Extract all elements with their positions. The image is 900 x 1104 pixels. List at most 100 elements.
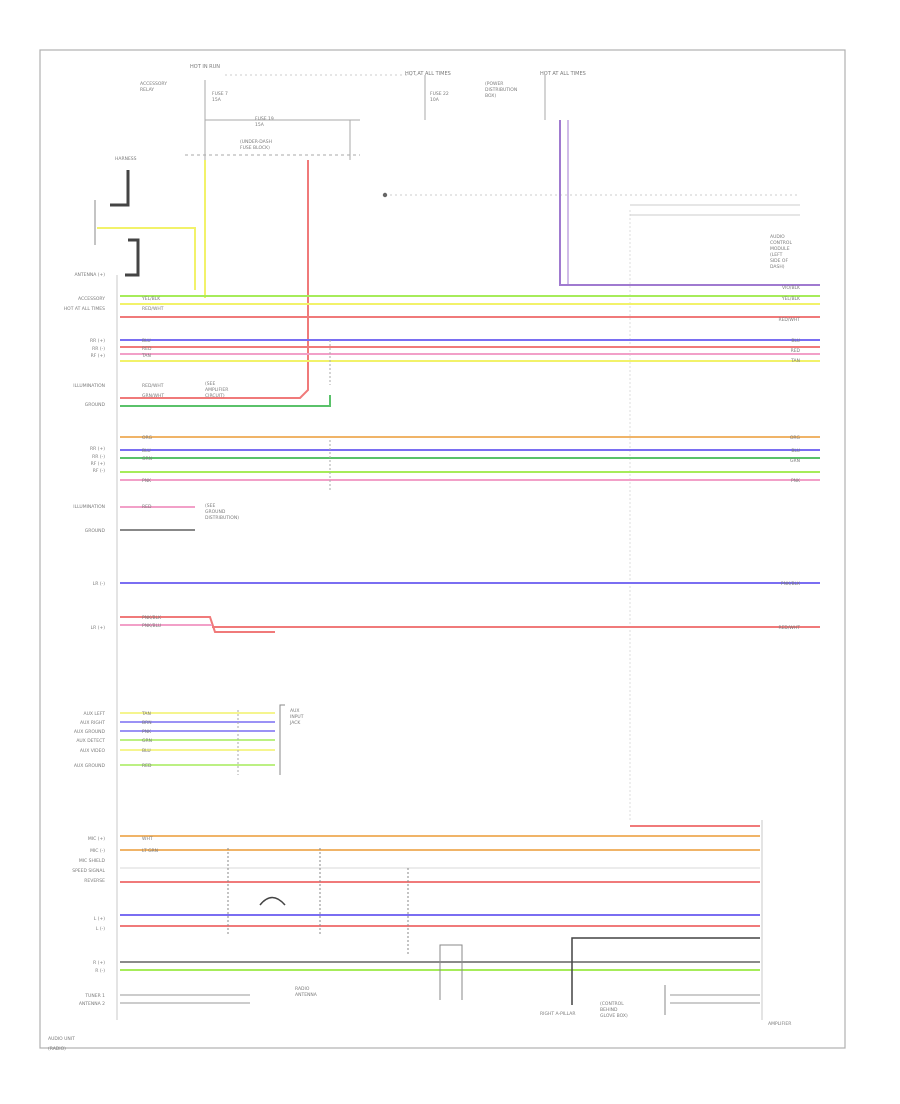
right-wire-code: YEL/BLK: [781, 296, 801, 302]
audio-module-note: MODULE: [770, 246, 790, 252]
left-pin-label: ACCESSORY: [78, 296, 105, 302]
left-wire-code: BLU: [142, 448, 151, 454]
left-wire-code: ORG: [142, 435, 153, 441]
left-pin-label: GROUND: [85, 528, 106, 534]
left-pin-label: AUX RIGHT: [80, 720, 105, 726]
left-wire-code: BLU: [142, 338, 151, 344]
left-pin-label: GROUND: [85, 402, 106, 408]
fuse-block-note: FUSE BLOCK): [240, 145, 270, 151]
relay-note: RELAY: [140, 87, 154, 93]
left-pin-label: REVERSE: [84, 878, 105, 884]
left-pin-label: L (+): [94, 916, 105, 922]
gnd-note: GROUND: [205, 509, 226, 515]
hot-in-run-label: HOT IN RUN: [190, 64, 220, 70]
audio-unit-caption: AUDIO UNIT: [48, 1036, 75, 1042]
left-pin-label: AUX GROUND: [74, 763, 106, 769]
mic-loop: [259, 896, 286, 906]
antenna-note: RADIO: [295, 986, 310, 992]
purple-feed: [559, 120, 820, 286]
left-pin-label: RR (+): [90, 446, 105, 452]
ground-wire: [120, 395, 331, 407]
fuse-label: FUSE 19: [255, 116, 274, 122]
left-wire-code: PNK: [142, 478, 152, 484]
power-dist-note: BOX): [485, 93, 496, 99]
amp-note: (SEE: [205, 381, 215, 387]
left-pin-label: ILLUMINATION: [73, 383, 105, 389]
control-location-note: GLOVE BOX): [600, 1013, 628, 1019]
can-low-detour: [120, 616, 275, 633]
left-wire-code: TAN: [141, 353, 151, 359]
right-wire-code: RED/WHT: [778, 317, 800, 323]
right-wire-code: RED/WHT: [778, 625, 800, 631]
left-wire-code: LT GRN: [142, 848, 158, 854]
gnd-note: (SEE: [205, 503, 215, 509]
ground-location-note: RIGHT A-PILLAR: [540, 1011, 575, 1017]
audio-module-note: DASH): [770, 264, 785, 270]
audio-unit-subcaption: (RADIO): [48, 1046, 66, 1052]
fuse-label: 10A: [430, 97, 440, 103]
left-wire-code: GRN/WHT: [142, 393, 164, 399]
hot-label: HOT AT ALL TIMES: [405, 71, 451, 77]
left-pin-label: AUX LEFT: [84, 711, 106, 717]
yellow-branch: [97, 227, 196, 290]
wire-runs: [120, 295, 820, 1004]
left-wire-code: PNK/BLK: [142, 615, 162, 621]
left-wire-code: GRN: [142, 738, 152, 744]
relay-note: ACCESSORY: [140, 81, 167, 87]
left-pin-label: ANTENNA 2: [79, 1001, 105, 1007]
left-wire-code: GRN: [142, 456, 152, 462]
right-wire-code: ORG: [790, 435, 801, 441]
left-pin-label: RF (-): [93, 468, 106, 474]
harness-note: HARNESS: [115, 156, 137, 162]
right-wire-code: BLU: [791, 448, 800, 454]
audio-module-note: CONTROL: [770, 240, 792, 246]
right-wire-code: RED: [791, 348, 801, 354]
droppers: [227, 340, 409, 955]
left-pin-label: RF (+): [91, 353, 106, 359]
red-feed: [120, 160, 309, 399]
right-wire-code: BLU: [791, 338, 800, 344]
left-pin-label: AUX GROUND: [74, 729, 106, 735]
left-wire-code: YEL/BLK: [141, 296, 161, 302]
left-wire-code: RED: [142, 504, 152, 510]
antenna-note: ANTENNA: [295, 992, 318, 998]
left-wire-code: WHT: [142, 836, 153, 842]
amp-note: AMPLIFIER: [205, 387, 228, 393]
left-wire-code: BLU: [142, 748, 151, 754]
left-wire-code: PNK: [142, 729, 152, 735]
left-pin-label: MIC SHIELD: [79, 858, 106, 864]
amplifier-caption: AMPLIFIER: [768, 1021, 791, 1027]
left-pin-label: RR (+): [90, 338, 105, 344]
left-wire-code: RED: [142, 763, 152, 769]
left-pin-label: HOT AT ALL TIMES: [64, 306, 105, 312]
audio-module-note: AUDIO: [770, 234, 785, 240]
aux-jack-note: INPUT: [290, 714, 304, 720]
left-pin-label: ANTENNA (+): [74, 272, 105, 278]
left-pin-label: RR (-): [92, 346, 105, 352]
left-pin-label: RR (-): [92, 454, 105, 460]
top-feeds: [382, 75, 800, 216]
left-pin-label: SPEED SIGNAL: [72, 868, 105, 874]
left-wire-code: TAN: [141, 711, 151, 717]
audio-module-note: (LEFT: [770, 252, 783, 258]
right-wire-code: PNK: [791, 478, 801, 484]
left-wire-code: PNK/BLU: [142, 623, 161, 629]
fuse-label: 15A: [212, 97, 222, 103]
left-pin-label: ILLUMINATION: [73, 504, 105, 510]
right-wire-code: TAN: [790, 358, 800, 364]
gnd-note: DISTRIBUTION): [205, 515, 239, 521]
diagram-frame: [39, 49, 846, 1049]
left-pin-label: TUNER 1: [84, 993, 105, 999]
audio-module-note: SIDE OF: [770, 258, 788, 264]
left-pin-label: R (+): [93, 960, 105, 966]
left-pin-label: LR (-): [93, 581, 105, 587]
bottom-loop: [439, 944, 463, 1000]
left-wire-code: RED: [142, 346, 152, 352]
left-wire-code: RED/WHT: [142, 306, 164, 312]
left-pin-label: LR (+): [91, 625, 106, 631]
left-wire-code: BRN: [142, 720, 152, 726]
right-wire-code: GRN: [790, 458, 800, 464]
text-labels: ANTENNA (+) ACCESSORY HOT AT ALL TIMES RR (…: [48, 64, 801, 1052]
